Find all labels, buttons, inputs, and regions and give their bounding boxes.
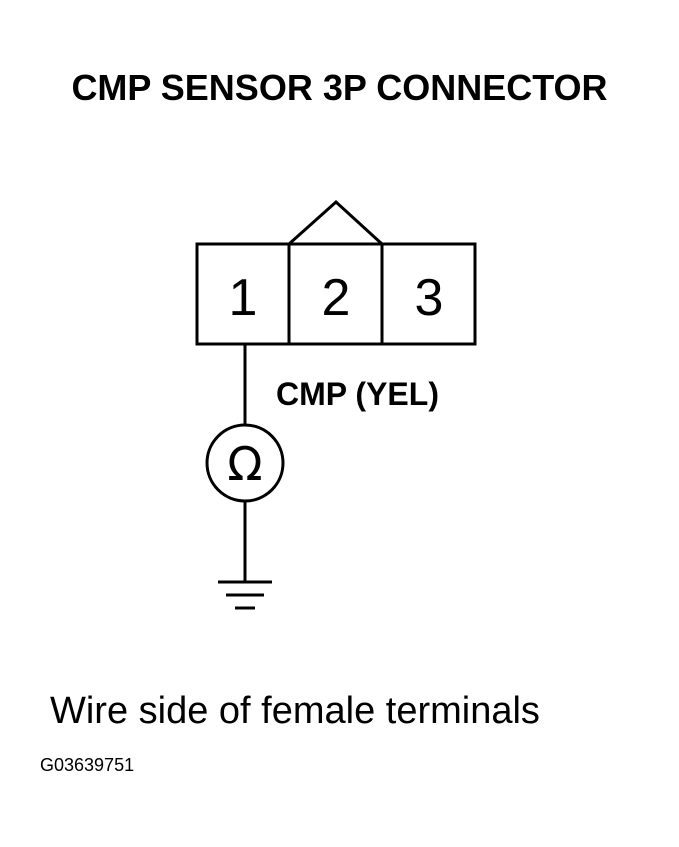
pin-3-label: 3 <box>415 269 444 327</box>
connector-lock-tab <box>288 199 384 246</box>
ohm-icon: Ω <box>227 437 262 491</box>
pin-1-label: 1 <box>229 269 258 327</box>
figure-id: G03639751 <box>40 755 135 775</box>
diagram-title: CMP SENSOR 3P CONNECTOR <box>71 67 608 108</box>
pin-2-label: 2 <box>322 269 351 327</box>
caption: Wire side of female terminals <box>50 690 540 732</box>
ground-icon <box>218 580 272 610</box>
wire-label: CMP (YEL) <box>276 376 439 412</box>
connector-body <box>195 242 477 346</box>
